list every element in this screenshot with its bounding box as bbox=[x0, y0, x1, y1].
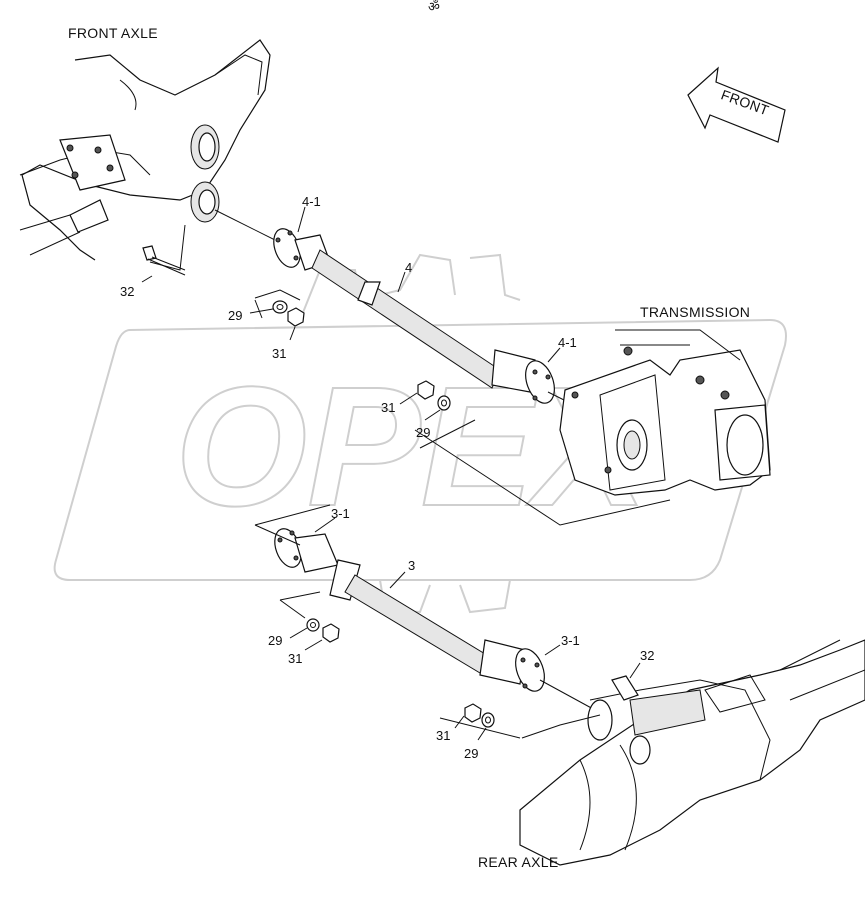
callout-29-bottom: 29 bbox=[464, 746, 478, 761]
bolt-32-bottom bbox=[611, 675, 639, 701]
callout-29-top: 29 bbox=[228, 308, 242, 323]
nut-31-mid bbox=[417, 380, 435, 400]
front-direction-arrow: FRONT bbox=[687, 66, 786, 143]
callout-29-low: 29 bbox=[268, 633, 282, 648]
callout-31-top: 31 bbox=[272, 346, 286, 361]
drive-shaft-3 bbox=[274, 528, 596, 711]
rear-axle-title: REAR AXLE bbox=[478, 854, 559, 870]
tiny-mark: ॐ bbox=[428, 0, 440, 14]
callout-3: 3 bbox=[408, 558, 415, 573]
nut-31-bottom bbox=[464, 703, 482, 723]
callout-29-mid: 29 bbox=[416, 425, 430, 440]
callout-3-1-right: 3-1 bbox=[561, 633, 580, 648]
callout-3-1-top: 3-1 bbox=[331, 506, 350, 521]
washer-29-low bbox=[306, 618, 320, 632]
callout-32-bottom: 32 bbox=[640, 648, 654, 663]
front-axle-assembly bbox=[19, 39, 271, 261]
washer-29-bottom bbox=[481, 712, 495, 728]
nut-31-top bbox=[287, 307, 305, 327]
bolt-32-top bbox=[142, 245, 157, 261]
washer-29-top bbox=[272, 300, 288, 314]
hardware bbox=[142, 245, 639, 728]
callout-31-mid: 31 bbox=[381, 400, 395, 415]
callout-4-1-top: 4-1 bbox=[302, 194, 321, 209]
front-axle-title: FRONT AXLE bbox=[68, 25, 158, 41]
nut-31-low bbox=[322, 623, 340, 643]
callout-31-bottom: 31 bbox=[436, 728, 450, 743]
callout-32-top: 32 bbox=[120, 284, 134, 299]
washer-29-mid bbox=[437, 395, 451, 411]
callout-31-low: 31 bbox=[288, 651, 302, 666]
callout-4-1-right: 4-1 bbox=[558, 335, 577, 350]
transmission-assembly bbox=[559, 329, 771, 496]
transmission-title: TRANSMISSION bbox=[640, 304, 750, 320]
rear-axle-assembly bbox=[519, 639, 865, 866]
callout-4: 4 bbox=[405, 260, 412, 275]
drive-shaft-4 bbox=[214, 209, 601, 419]
leader-lines bbox=[141, 206, 671, 741]
